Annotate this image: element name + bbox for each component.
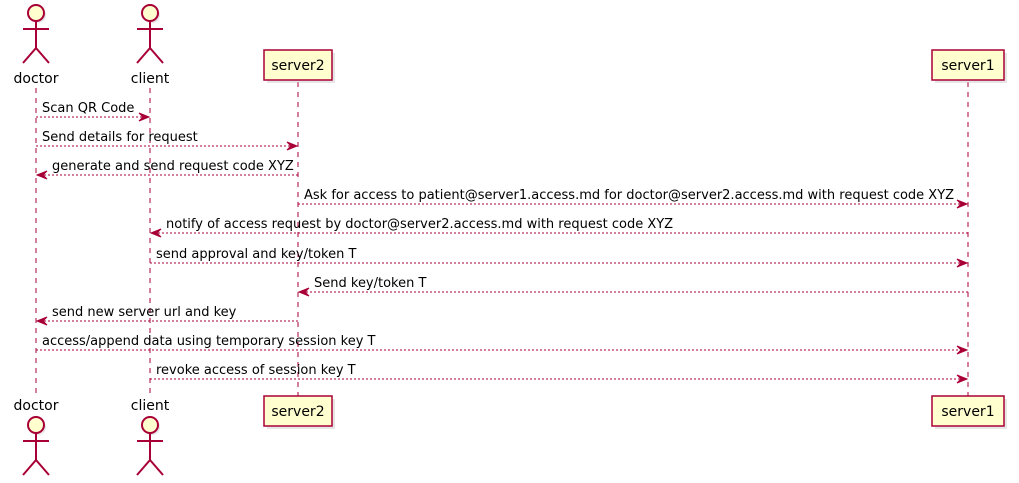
message-6: send approval and key/token T <box>150 247 969 268</box>
message-9: access/append data using temporary sessi… <box>36 334 969 355</box>
message-text: access/append data using temporary sessi… <box>42 334 376 349</box>
message-text: notify of access request by doctor@serve… <box>166 217 673 232</box>
message-7: Send key/token T <box>297 276 968 297</box>
message-1: Scan QR Code <box>36 101 151 122</box>
server2-box-label: server2 <box>271 58 324 74</box>
server1-box-label: server1 <box>941 58 994 74</box>
client-bottom-actor-icon <box>136 416 164 476</box>
message-3: generate and send request code XYZ <box>35 159 298 180</box>
message-text: Scan QR Code <box>42 101 134 116</box>
message-8: send new server url and key <box>35 305 298 326</box>
message-10: revoke access of session key T <box>150 363 969 384</box>
message-text: revoke access of session key T <box>156 363 356 378</box>
doctor-bottom-actor-icon <box>22 416 50 476</box>
arrow-head-icon <box>956 345 969 355</box>
arrow-head-icon <box>35 170 48 180</box>
message-text: send new server url and key <box>52 305 237 320</box>
lifelines <box>35 82 969 396</box>
doctor-top-actor-icon <box>22 4 50 64</box>
message-4: Ask for access to patient@server1.access… <box>298 188 969 209</box>
server2-box-label: server2 <box>271 404 324 420</box>
client-top-actor-icon <box>136 4 164 64</box>
message-text: send approval and key/token T <box>156 247 356 262</box>
message-text: Ask for access to patient@server1.access… <box>304 188 954 203</box>
arrow-head-icon <box>297 287 310 297</box>
server1-box-bottom: server1 <box>931 395 1007 429</box>
doctor-label-bottom: doctor <box>14 398 59 414</box>
doctor-label-top: doctor <box>14 71 59 87</box>
arrow-head-icon <box>956 374 969 384</box>
arrow-head-icon <box>956 199 969 209</box>
participants: doctor doctor client client server2 server2 se… <box>14 4 1007 476</box>
arrow-head-icon <box>35 316 48 326</box>
server1-box-top: server1 <box>931 49 1007 83</box>
arrow-head-icon <box>149 228 162 238</box>
server2-box-top: server2 <box>263 49 335 83</box>
server2-box-bottom: server2 <box>263 395 335 429</box>
client-label-bottom: client <box>131 398 170 414</box>
arrow-head-icon <box>138 112 151 122</box>
message-text: generate and send request code XYZ <box>52 159 294 174</box>
message-5: notify of access request by doctor@serve… <box>149 217 968 238</box>
arrow-head-icon <box>956 258 969 268</box>
server1-box-label: server1 <box>941 404 994 420</box>
arrow-head-icon <box>286 141 299 151</box>
message-text: Send key/token T <box>314 276 426 291</box>
client-label-top: client <box>131 71 170 87</box>
message-2: Send details for request <box>36 130 299 151</box>
message-text: Send details for request <box>42 130 198 145</box>
